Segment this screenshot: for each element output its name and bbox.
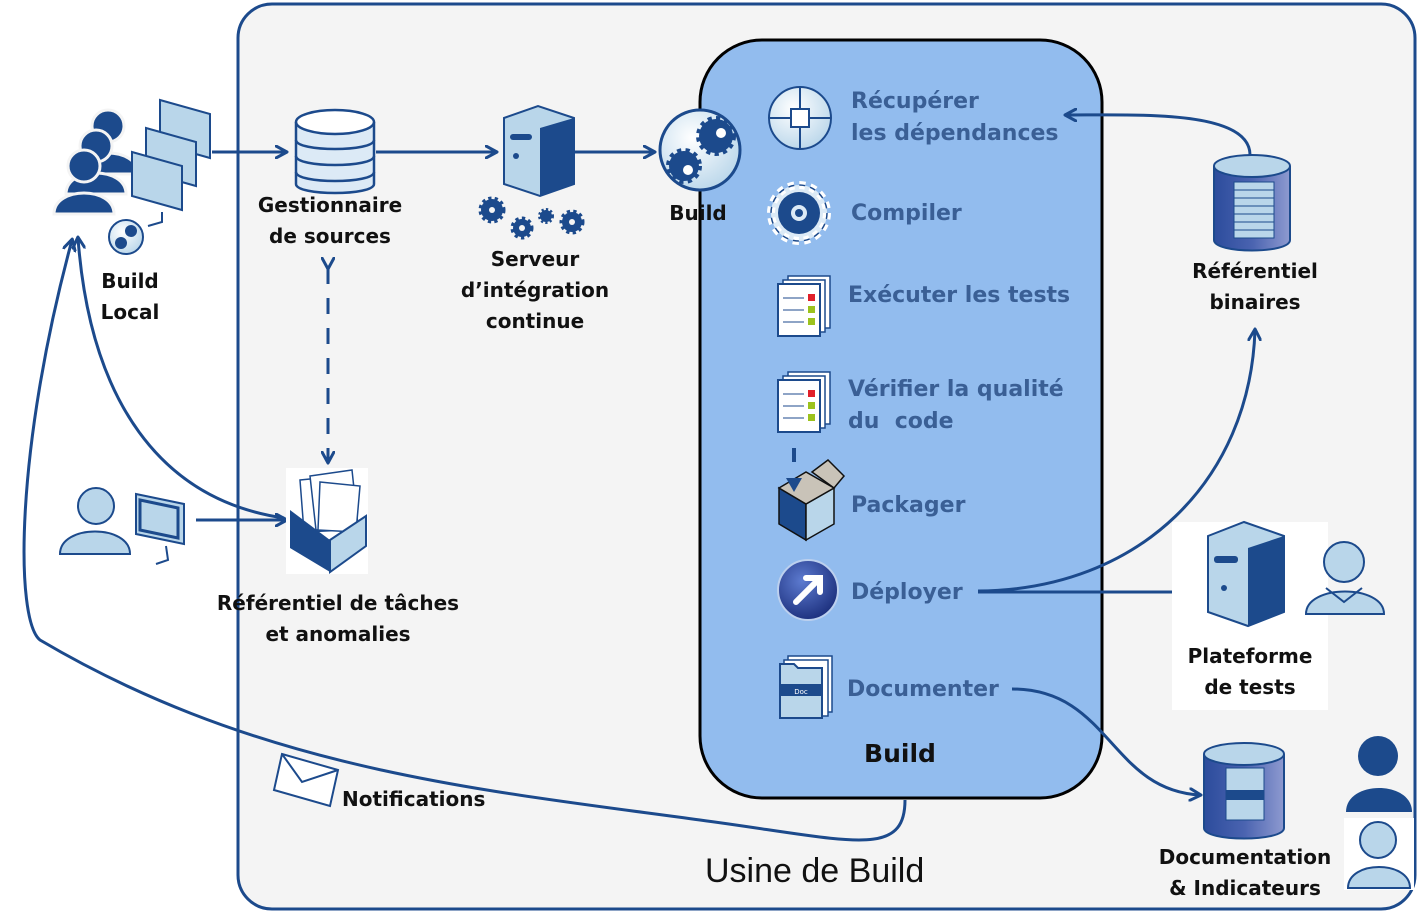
factory-title: Usine de Build <box>705 852 925 890</box>
step-deploy: Déployer <box>851 580 963 605</box>
arrow-deploy-to-binaries <box>977 330 1255 593</box>
build-trigger-label: Build <box>669 201 727 225</box>
file-box-icon <box>286 468 368 574</box>
envelope-icon <box>272 752 340 808</box>
quality-report-icon <box>777 371 831 433</box>
documents-icon: Doc <box>779 655 833 719</box>
test-report-icon <box>777 275 831 337</box>
build-box-title: Build <box>864 739 936 768</box>
gears-circle-icon <box>658 108 742 192</box>
step-document: Documenter <box>847 677 999 702</box>
server-icon <box>1207 520 1285 628</box>
tester-woman-icon <box>1304 541 1386 615</box>
svg-text:Doc: Doc <box>794 688 808 696</box>
docs-label: Documentation & Indicateurs <box>1158 845 1332 900</box>
notifications-label: Notifications <box>342 787 486 811</box>
arrow-notifications <box>22 240 907 842</box>
ci-server-label: Serveur d’intégration continue <box>460 247 610 333</box>
connectors <box>22 115 1255 842</box>
arrow-tasks-to-local <box>78 238 285 520</box>
build-local-label: Build Local <box>100 269 160 324</box>
compile-gear-icon <box>767 181 831 245</box>
doc-database-icon <box>1203 742 1285 840</box>
step-code-quality: Vérifier la qualité du code <box>848 377 1064 434</box>
package-box-icon <box>777 448 846 542</box>
managers-icon <box>1344 736 1414 890</box>
step-package: Packager <box>851 493 966 518</box>
binary-repo-label: Référentiel binaires <box>1192 259 1318 314</box>
arrow-doc-to-docs <box>1011 687 1200 795</box>
task-repo-label: Référentiel de tâches et anomalies <box>216 591 460 646</box>
test-platform-label: Plateforme de tests <box>1187 644 1313 699</box>
server-gears-icon <box>478 104 585 240</box>
step-compile: Compiler <box>851 201 962 226</box>
developers-workstations-icon <box>52 98 211 255</box>
deploy-arrow-icon <box>777 559 839 621</box>
binary-database-icon <box>1213 154 1291 252</box>
user-computer-icon <box>58 487 185 565</box>
step-dependencies: Récupérer les dépendances <box>851 89 1059 146</box>
dependencies-icon <box>768 86 832 150</box>
database-icon <box>294 108 376 195</box>
arrow-binaries-to-deps <box>1066 115 1252 156</box>
step-run-tests: Exécuter les tests <box>848 283 1071 308</box>
source-manager-label: Gestionnaire de sources <box>257 193 403 248</box>
